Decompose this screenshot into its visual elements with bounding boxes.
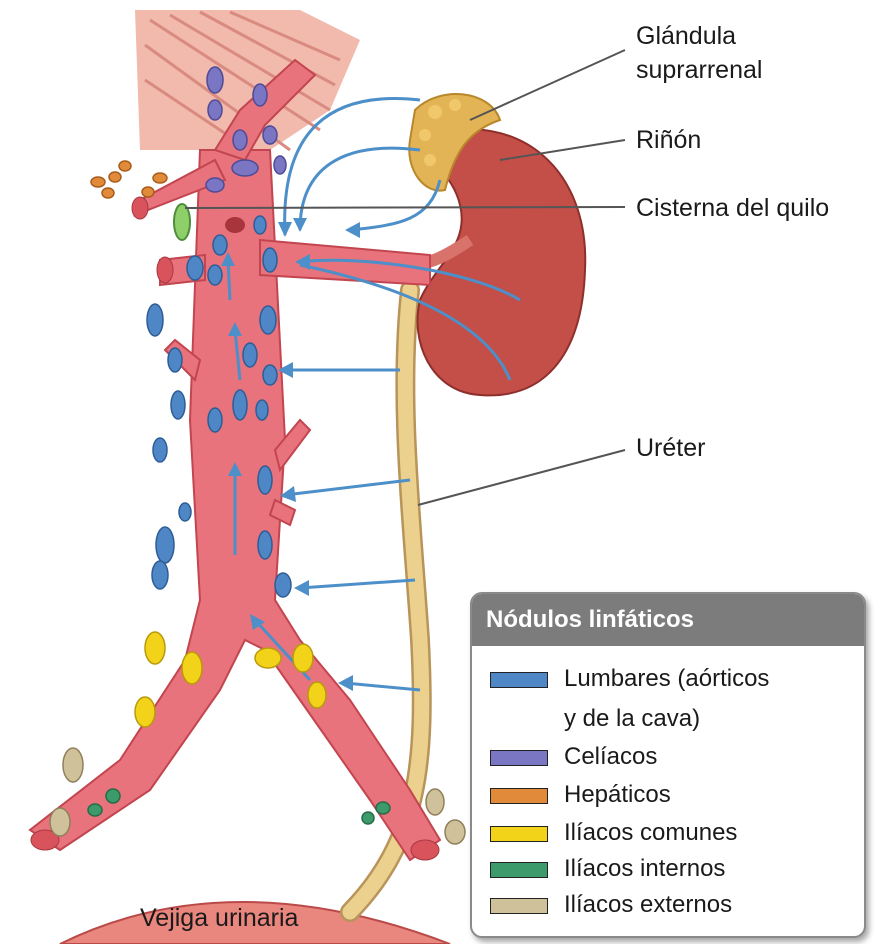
legend-box: Nódulos linfáticos Lumbares (aórticos y …: [470, 592, 866, 938]
legend-label: Ilíacos comunes: [564, 816, 737, 850]
ureter-label: Uréter: [636, 432, 705, 464]
cisterna-chyli: [174, 204, 190, 240]
legend-label: Lumbares (aórticos: [564, 662, 769, 696]
lumbar-swatch: [490, 672, 548, 688]
legend-title: Nódulos linfáticos: [472, 594, 864, 646]
legend-label: Hepáticos: [564, 778, 671, 812]
internal-iliac-swatch: [490, 862, 548, 878]
bladder-label: Vejiga urinaria: [140, 902, 298, 934]
kidney-label: Riñón: [636, 124, 701, 156]
adrenal-gland-label: Glándula: [636, 20, 736, 52]
celiac-swatch: [490, 750, 548, 766]
legend-label: y de la cava): [564, 702, 700, 736]
hepatic-swatch: [490, 788, 548, 804]
legend-label: Ilíacos externos: [564, 888, 732, 922]
external-iliac-swatch: [490, 898, 548, 914]
legend-label: Ilíacos internos: [564, 852, 725, 886]
adrenal-gland-label-2: suprarrenal: [636, 54, 762, 86]
cisterna-label: Cisterna del quilo: [636, 192, 829, 224]
common-iliac-swatch: [490, 826, 548, 842]
legend-label: Celíacos: [564, 740, 657, 774]
